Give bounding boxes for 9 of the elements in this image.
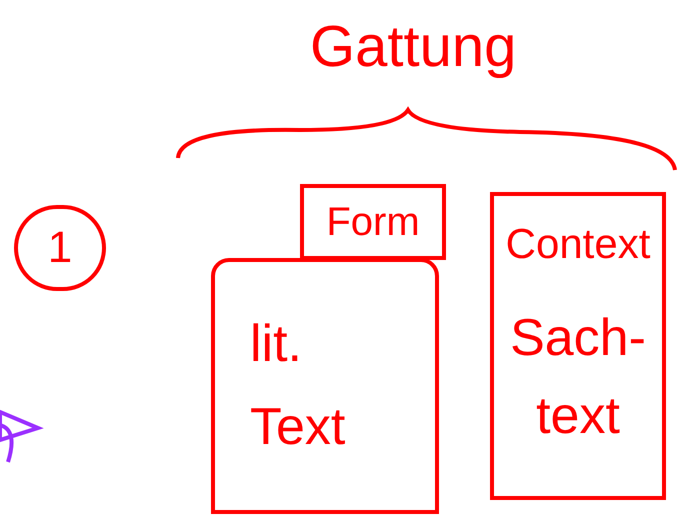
box-heading: Context xyxy=(506,219,650,269)
box-heading: Form xyxy=(326,199,420,246)
box-text: Sach- text xyxy=(509,308,647,447)
heading: Gattung xyxy=(310,18,516,76)
text-box xyxy=(300,184,446,260)
callout-number: 1 xyxy=(48,222,72,274)
text-box xyxy=(490,192,666,500)
box-heading: lit. Text xyxy=(250,314,346,458)
text-box xyxy=(211,258,439,514)
